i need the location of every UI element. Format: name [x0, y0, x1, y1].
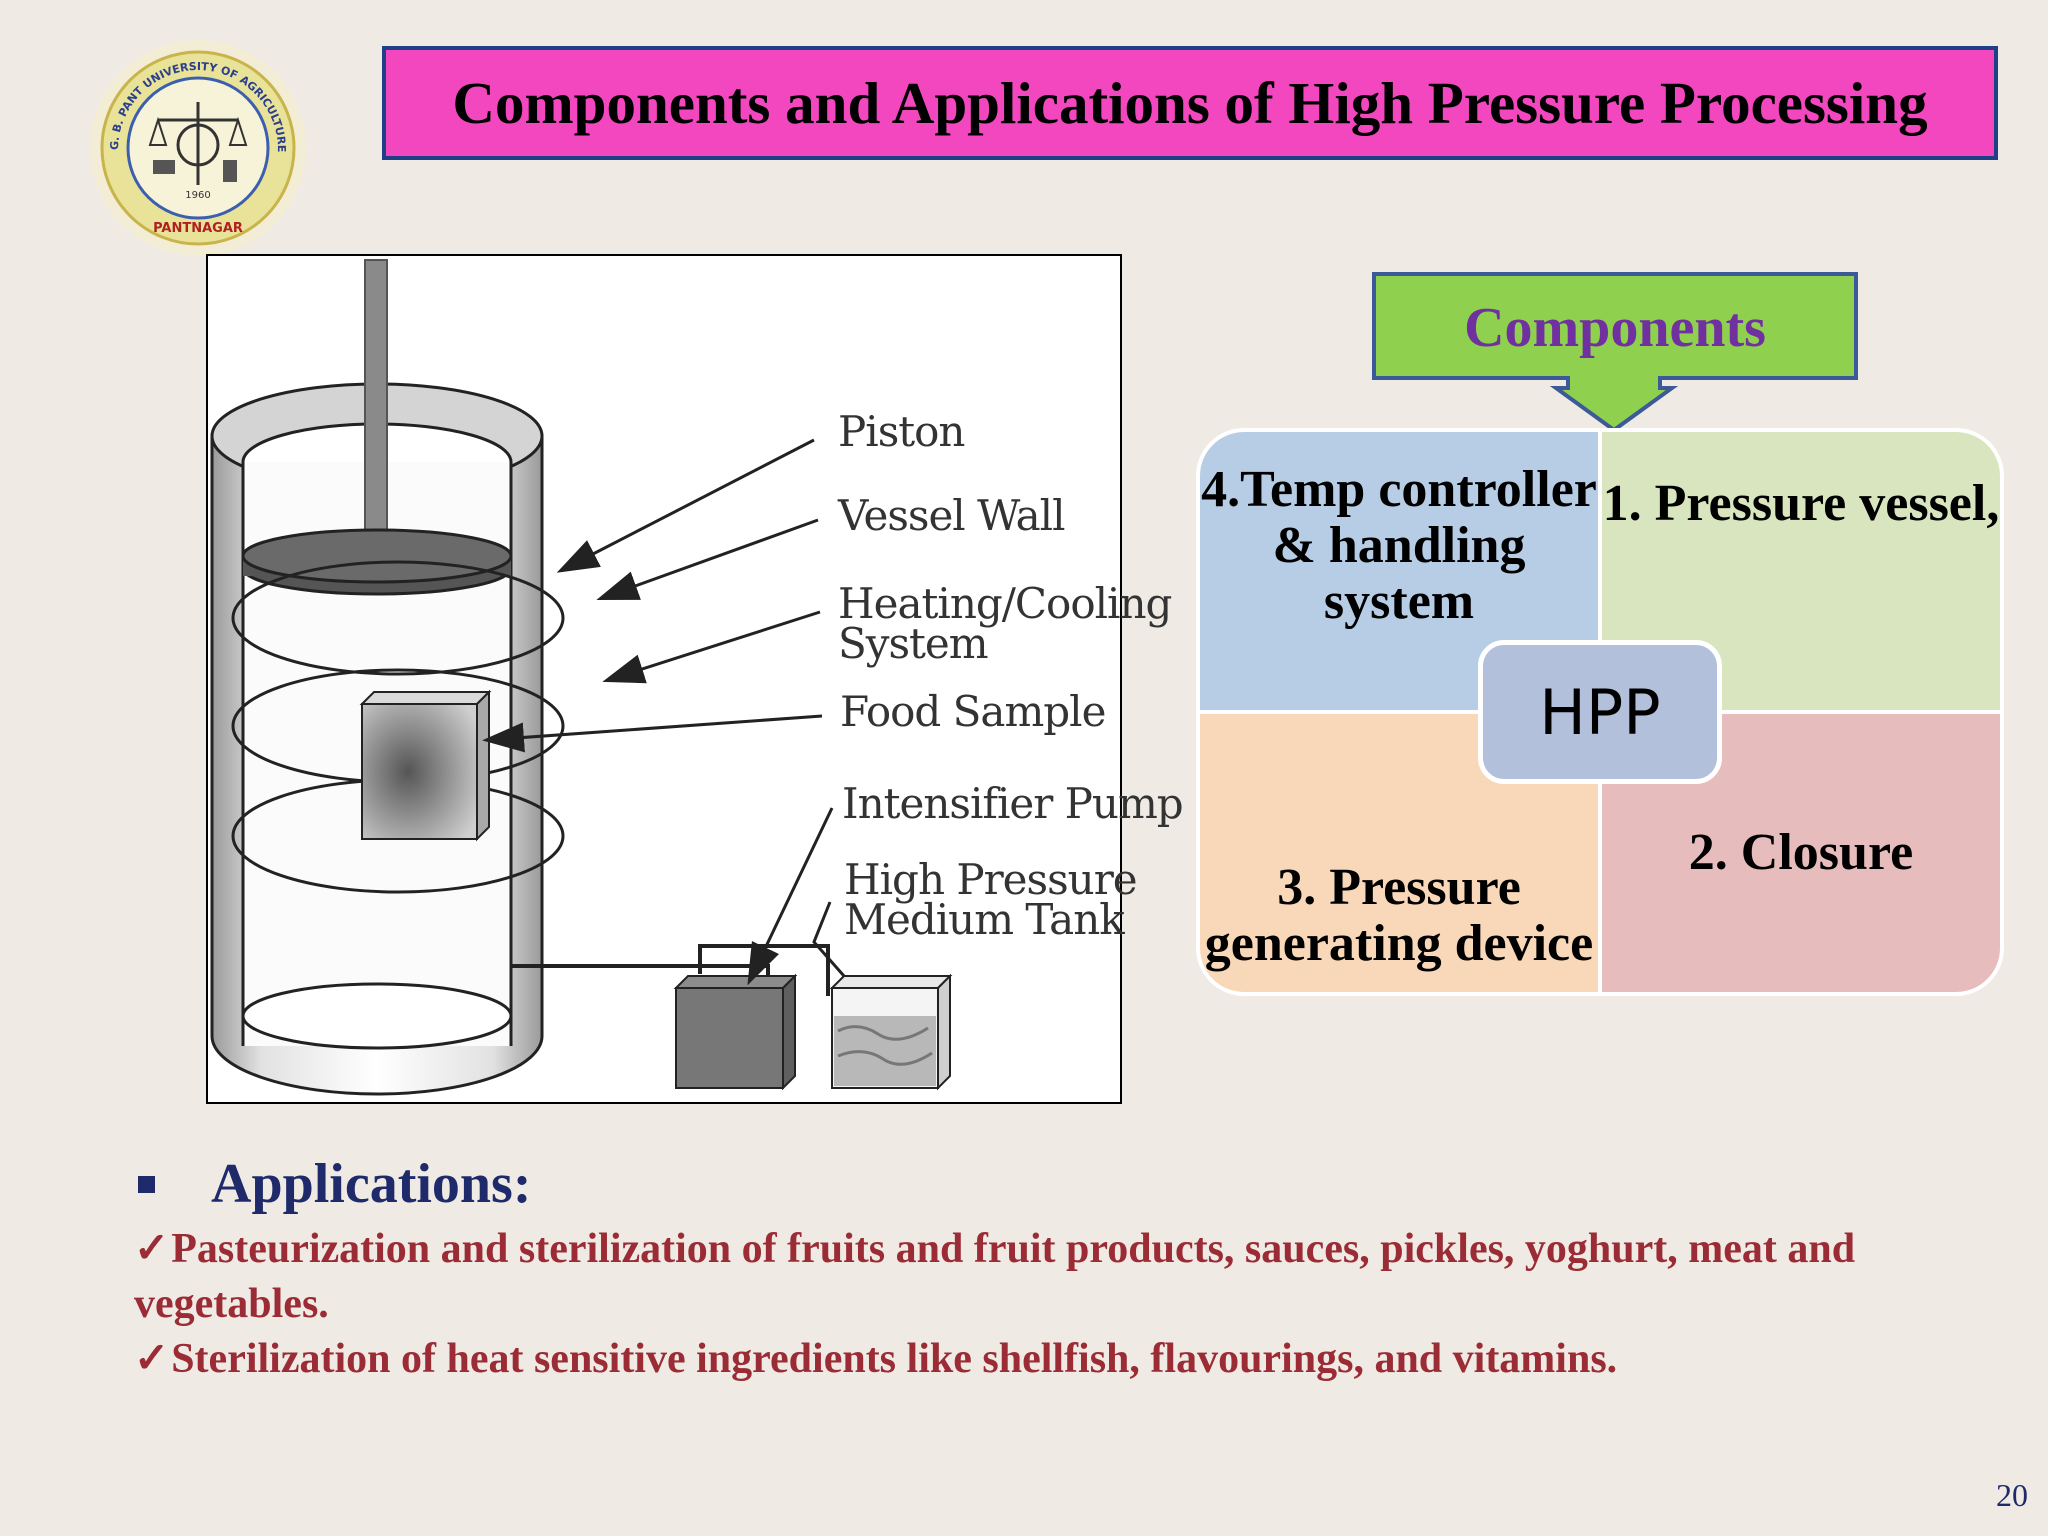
label-intensifier-pump: Intensifier Pump: [842, 779, 1184, 828]
label-tank-1: High Pressure: [844, 855, 1138, 904]
checkmark-icon: ✓: [134, 1336, 170, 1382]
checkmark-icon: ✓: [134, 1226, 170, 1272]
label-heating-cooling-1: Heating/Cooling: [838, 579, 1172, 628]
university-logo: G. B. PANT UNIVERSITY OF AGRICULTURE & T…: [53, 10, 338, 260]
label-vessel-wall: Vessel Wall: [838, 491, 1066, 540]
quadrant-temp-controller: 4.Temp controller & handling system: [1200, 432, 1598, 710]
application-item: ✓Pasteurization and sterilization of fru…: [134, 1222, 1934, 1332]
application-item: ✓Sterilization of heat sensitive ingredi…: [134, 1332, 1934, 1387]
components-callout: Components: [1370, 270, 1860, 436]
label-tank-2: Medium Tank: [844, 895, 1125, 944]
page-number: 20: [1996, 1477, 2028, 1513]
applications-heading: Applications:: [130, 1152, 532, 1216]
components-label: Components: [1464, 297, 1766, 359]
application-text: Pasteurization and sterilization of frui…: [134, 1226, 1856, 1327]
hpp-center-box: HPP: [1478, 640, 1722, 784]
slide-title-box: Components and Applications of High Pres…: [382, 46, 1998, 160]
label-piston: Piston: [838, 407, 965, 456]
slide-title: Components and Applications of High Pres…: [452, 69, 1928, 136]
hpp-system-diagram: Piston Vessel Wall Heating/Cooling Syste…: [206, 254, 1184, 1104]
svg-text:1960: 1960: [185, 190, 210, 201]
label-food-sample: Food Sample: [840, 687, 1106, 736]
label-heating-cooling-2: System: [838, 619, 989, 668]
bullet-square-icon: [138, 1175, 155, 1193]
application-text: Sterilization of heat sensitive ingredie…: [171, 1336, 1618, 1382]
svg-text:PANTNAGAR: PANTNAGAR: [153, 221, 243, 236]
applications-heading-text: Applications:: [211, 1153, 532, 1215]
